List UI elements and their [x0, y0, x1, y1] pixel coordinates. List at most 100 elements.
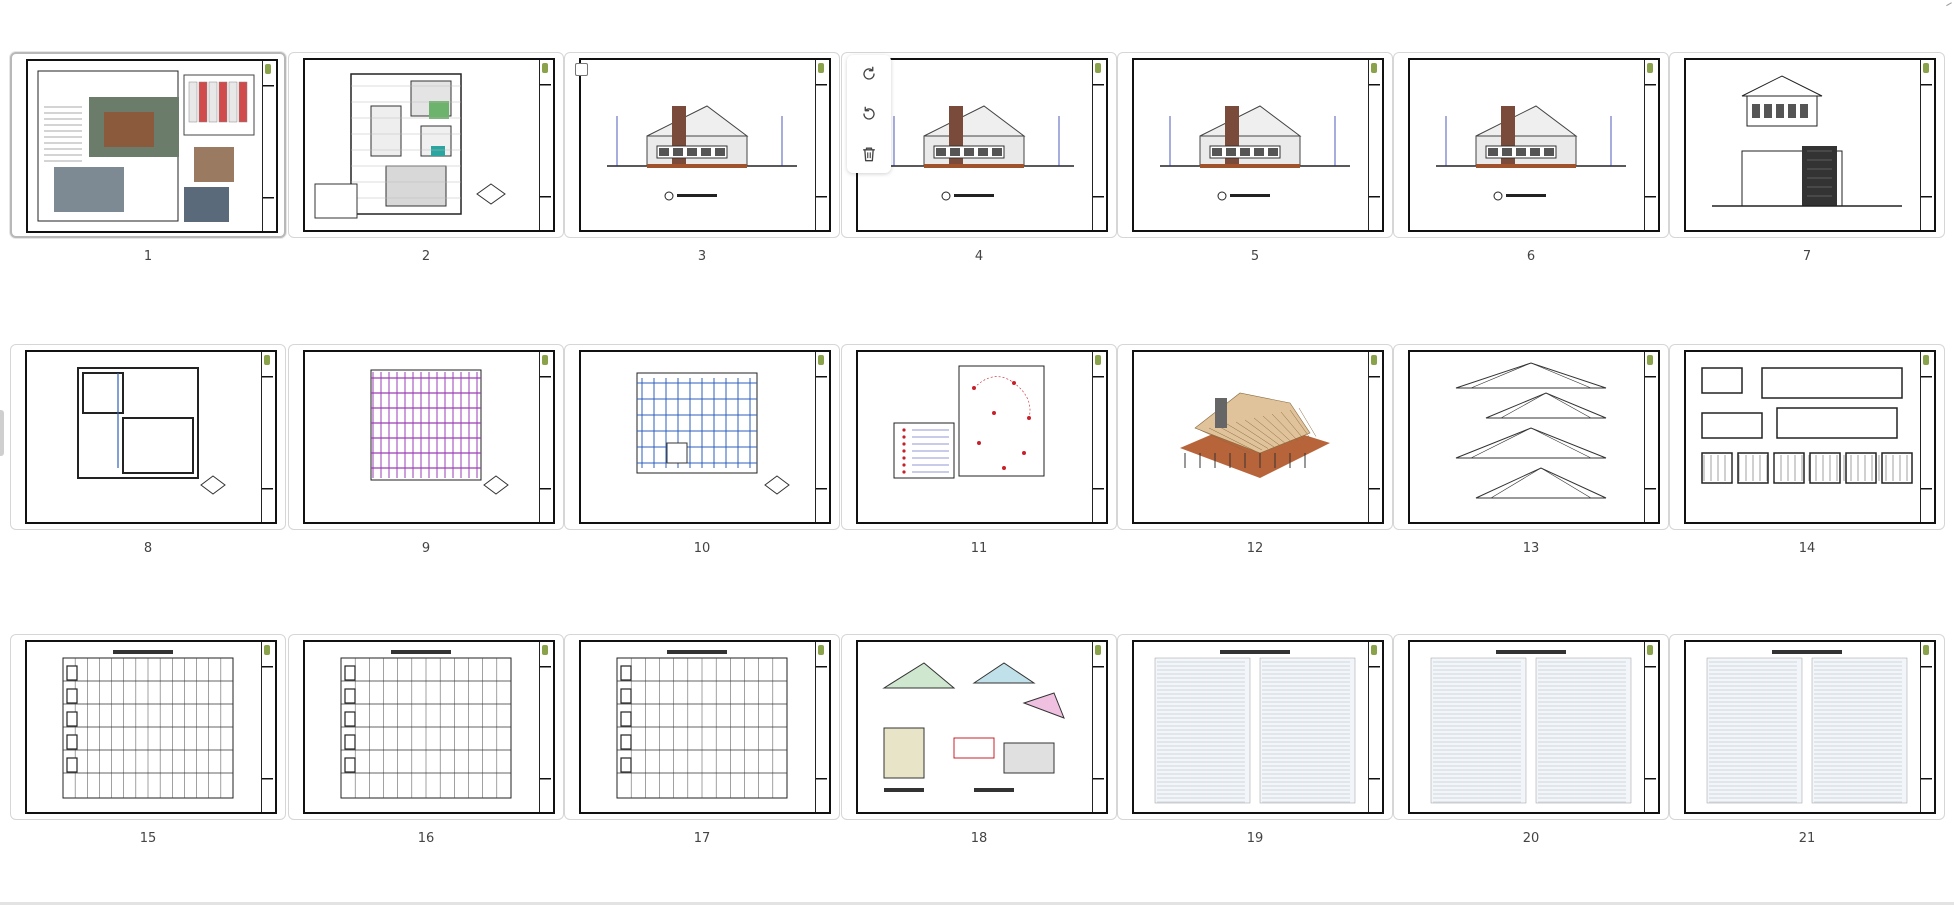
drawing-sheet [1132, 58, 1384, 232]
roof-framing-illustration [636, 372, 790, 495]
title-block [1920, 352, 1932, 522]
rotate-clockwise-button[interactable] [854, 59, 884, 89]
page-preview[interactable] [564, 344, 840, 530]
page-thumbnail-20[interactable]: 20 [1393, 634, 1669, 846]
title-block [539, 642, 551, 812]
drawing-sheet [1684, 58, 1936, 232]
trash-icon [863, 147, 875, 162]
page-thumbnail-7[interactable]: 7 [1669, 52, 1945, 264]
page-preview[interactable] [1669, 344, 1945, 530]
page-thumbnail-10[interactable]: 10 [564, 344, 840, 556]
section-illustration [1712, 75, 1902, 207]
page-thumbnail-12[interactable]: 12 [1117, 344, 1393, 556]
title-block [1368, 642, 1380, 812]
elevation-illustration [1436, 105, 1626, 201]
title-block [261, 352, 273, 522]
page-thumbnail-13[interactable]: 13 [1393, 344, 1669, 556]
page-thumbnail-6[interactable]: 6 [1393, 52, 1669, 264]
elevation-drawing [864, 66, 1088, 224]
page-preview[interactable] [1393, 52, 1669, 238]
floor-framing-illustration [370, 369, 509, 495]
page-number-label: 5 [1250, 249, 1260, 264]
page-thumbnail-8[interactable]: 8 [10, 344, 286, 556]
page-preview[interactable] [288, 52, 564, 238]
page-thumbnail-9[interactable]: 9 [288, 344, 564, 556]
drawing-sheet [579, 350, 831, 524]
drawing-sheet [1684, 640, 1936, 814]
page-number-label: 10 [693, 541, 711, 556]
page-preview[interactable] [10, 344, 286, 530]
page-preview[interactable] [564, 634, 840, 820]
page-select-checkbox[interactable] [575, 63, 588, 76]
drawing-sheet [25, 640, 277, 814]
page-preview[interactable] [288, 634, 564, 820]
elevation-drawing [1416, 66, 1640, 224]
window-schedule-drawing [311, 648, 535, 806]
page-thumbnail-3[interactable]: 3 [564, 52, 840, 264]
page-thumbnail-1[interactable]: 1 [10, 52, 286, 264]
title-block [262, 61, 274, 231]
page-preview[interactable] [1393, 634, 1669, 820]
page-thumbnail-4[interactable]: 4 [841, 52, 1117, 264]
page-number-label: 6 [1526, 249, 1536, 264]
page-number-label: 16 [417, 831, 435, 846]
page-preview[interactable] [1669, 52, 1945, 238]
title-block [1092, 60, 1104, 230]
page-number-label: 4 [974, 249, 984, 264]
page-number-label: 20 [1522, 831, 1540, 846]
page-thumbnail-16[interactable]: 16 [288, 634, 564, 846]
materials-list-drawing [1140, 648, 1364, 806]
page-thumbnail-2[interactable]: 2 [288, 52, 564, 264]
elevation-illustration [1160, 105, 1350, 201]
3d-framing-illustration [1180, 392, 1330, 478]
drawing-sheet [26, 59, 278, 233]
page-number-label: 19 [1246, 831, 1264, 846]
page-thumbnail-21[interactable]: 21 [1669, 634, 1945, 846]
page-preview[interactable] [1117, 634, 1393, 820]
drawing-sheet [1408, 58, 1660, 232]
page-thumbnail-19[interactable]: 19 [1117, 634, 1393, 846]
horizontal-scrollbar[interactable] [0, 902, 1954, 905]
page-preview[interactable] [10, 634, 286, 820]
materials-list-illustration [1706, 650, 1908, 804]
rotate-counterclockwise-button[interactable] [854, 99, 884, 129]
page-preview[interactable] [1393, 344, 1669, 530]
title-block [1368, 352, 1380, 522]
details-illustration [882, 662, 1065, 792]
sidebar-resize-handle[interactable] [0, 410, 4, 456]
delete-page-button[interactable] [854, 139, 884, 169]
page-preview[interactable] [841, 344, 1117, 530]
page-thumbnail-14[interactable]: 14 [1669, 344, 1945, 556]
rotate-clockwise-icon [863, 66, 875, 80]
page-number-label: 2 [421, 249, 431, 264]
page-preview[interactable] [1117, 344, 1393, 530]
title-block [1920, 60, 1932, 230]
page-preview[interactable] [10, 52, 286, 238]
title-block [815, 642, 827, 812]
rotate-counterclockwise-icon [863, 106, 875, 120]
page-thumbnail-5[interactable]: 5 [1117, 52, 1393, 264]
page-thumbnail-11[interactable]: 11 [841, 344, 1117, 556]
truss-detail-illustration [1455, 362, 1607, 499]
page-number-label: 14 [1798, 541, 1816, 556]
page-preview[interactable] [288, 344, 564, 530]
drawing-sheet [579, 58, 831, 232]
electrical-plan-drawing [864, 358, 1088, 516]
page-number-label: 3 [697, 249, 707, 264]
page-preview[interactable] [1117, 52, 1393, 238]
cover-drawing [34, 67, 258, 225]
page-number-label: 13 [1522, 541, 1540, 556]
materials-list-drawing [1416, 648, 1640, 806]
page-number-label: 9 [421, 541, 431, 556]
page-preview[interactable] [841, 52, 1117, 238]
page-preview[interactable] [1669, 634, 1945, 820]
title-block [261, 642, 273, 812]
drawing-sheet [25, 350, 277, 524]
title-block [1092, 352, 1104, 522]
page-thumbnail-18[interactable]: 18 [841, 634, 1117, 846]
page-thumbnail-17[interactable]: 17 [564, 634, 840, 846]
page-preview[interactable] [564, 52, 840, 238]
page-preview[interactable] [841, 634, 1117, 820]
page-number-label: 21 [1798, 831, 1816, 846]
page-thumbnail-15[interactable]: 15 [10, 634, 286, 846]
